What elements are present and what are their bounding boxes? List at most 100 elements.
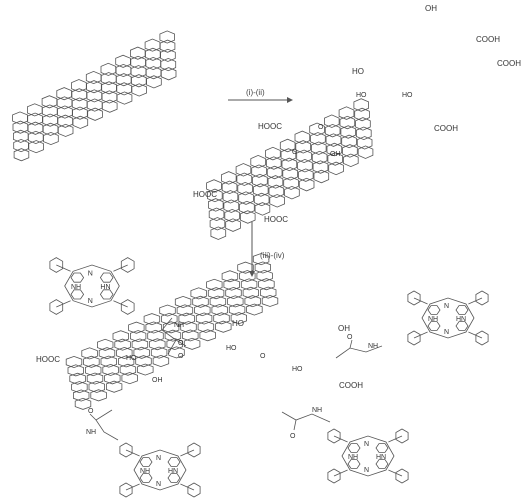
hexagon-ring bbox=[150, 346, 168, 359]
hexagon-ring bbox=[97, 338, 114, 351]
hexagon-ring bbox=[223, 199, 240, 213]
porphyrin-macrocycle bbox=[64, 264, 120, 308]
phenyl-ring bbox=[119, 482, 133, 498]
hexagon-ring bbox=[199, 329, 216, 342]
hexagon-ring bbox=[210, 226, 227, 240]
porphyrin-macrocycle bbox=[421, 297, 475, 339]
hexagon-ring bbox=[115, 54, 131, 68]
hexagon-ring bbox=[207, 287, 225, 300]
hexagon-ring bbox=[146, 75, 162, 89]
label-ho: HO bbox=[232, 319, 244, 328]
hexagon-ring bbox=[326, 142, 343, 157]
hexagon-ring bbox=[324, 123, 341, 138]
hexagon-ring bbox=[71, 88, 87, 102]
phenyl-ring bbox=[119, 442, 133, 458]
hexagon-ring bbox=[342, 153, 359, 168]
hexagon-ring bbox=[180, 321, 197, 334]
hexagon-ring bbox=[57, 123, 74, 137]
hexagon-ring bbox=[98, 347, 116, 360]
label-hooc: HOOC bbox=[258, 122, 282, 131]
hexagon-ring bbox=[254, 261, 272, 274]
hexagon-ring bbox=[253, 192, 270, 207]
hexagon-ring bbox=[195, 312, 213, 325]
hexagon-ring bbox=[206, 179, 222, 193]
hexagon-ring bbox=[13, 148, 30, 162]
pyrrole-ring bbox=[455, 305, 469, 315]
amide-o: O bbox=[88, 408, 94, 415]
step-1-condition: (i)-(ii) bbox=[246, 88, 265, 97]
phenyl-ring bbox=[395, 428, 409, 444]
hexagon-ring bbox=[340, 125, 357, 139]
hexagon-ring bbox=[297, 158, 313, 173]
hexagon-ring bbox=[342, 144, 358, 158]
hexagon-ring bbox=[121, 372, 138, 385]
porphyrin-n: N bbox=[364, 441, 369, 448]
hexagon-ring bbox=[65, 355, 83, 369]
label-cooh: COOH bbox=[497, 59, 521, 68]
label-o: O bbox=[178, 353, 184, 360]
oxidized-sheet-labels: OH COOH COOH HO HO HO HOOC O O OH COOH H… bbox=[193, 4, 521, 224]
phenyl-ring bbox=[395, 468, 409, 484]
hexagon-ring bbox=[197, 320, 215, 333]
hexagon-ring bbox=[104, 372, 121, 385]
hexagon-ring bbox=[144, 38, 161, 52]
porphyrin-macrocycle bbox=[133, 449, 187, 491]
label-oh: OH bbox=[152, 377, 163, 384]
hexagon-ring bbox=[143, 313, 161, 326]
hexagon-ring bbox=[327, 152, 344, 166]
reaction-arrow-step-2: (iii)-(iv) bbox=[249, 222, 285, 277]
hexagon-ring bbox=[267, 175, 284, 189]
hexagon-ring bbox=[341, 134, 357, 149]
hexagon-ring bbox=[81, 347, 98, 360]
hexagon-ring bbox=[72, 115, 89, 129]
hexagon-ring bbox=[296, 149, 312, 164]
hexagon-ring bbox=[211, 303, 228, 316]
hexagon-ring bbox=[323, 114, 340, 128]
label-ho: HO bbox=[126, 355, 137, 362]
hexagon-ring bbox=[225, 286, 242, 300]
phenyl-ring bbox=[187, 482, 201, 498]
pyrrole-ring bbox=[347, 443, 361, 453]
hexagon-ring bbox=[166, 338, 183, 351]
hexagon-ring bbox=[12, 129, 29, 143]
pyrrole-ring bbox=[375, 459, 389, 469]
hexagon-ring bbox=[129, 330, 147, 343]
porphyrin-hn: HN bbox=[168, 468, 178, 475]
hexagon-ring bbox=[281, 157, 298, 172]
hexagon-ring bbox=[239, 200, 255, 215]
hexagon-ring bbox=[145, 47, 161, 61]
hexagon-ring bbox=[119, 363, 137, 376]
hexagon-ring bbox=[159, 39, 176, 53]
phenyl-ring bbox=[407, 290, 421, 306]
label-ho: HO bbox=[352, 67, 364, 76]
phenyl-ring bbox=[407, 330, 421, 346]
label-ho: HO bbox=[402, 92, 413, 99]
hexagon-ring bbox=[86, 89, 103, 103]
hexagon-ring bbox=[116, 346, 133, 360]
porphyrin-n: N bbox=[88, 271, 93, 278]
hexagon-ring bbox=[116, 82, 132, 96]
hexagon-ring bbox=[338, 106, 355, 120]
porphyrin-nh: NH bbox=[140, 468, 150, 475]
hexagon-ring bbox=[102, 99, 118, 113]
hexagon-ring bbox=[90, 389, 107, 402]
hexagon-ring bbox=[164, 329, 182, 342]
label-ho: HO bbox=[356, 92, 367, 99]
hexagon-ring bbox=[230, 312, 248, 325]
hexagon-ring bbox=[298, 177, 315, 192]
hexagon-ring bbox=[221, 270, 239, 283]
hexagon-ring bbox=[67, 364, 84, 377]
hexagon-ring bbox=[224, 208, 240, 223]
amide-labels: NH O O NH O NH O NH bbox=[86, 322, 378, 440]
hexagon-ring bbox=[265, 146, 281, 161]
hexagon-ring bbox=[312, 160, 329, 174]
porphyrin-nh: NH bbox=[428, 316, 438, 323]
functionalized-graphene-sheet bbox=[65, 253, 279, 410]
hexagon-ring bbox=[57, 114, 73, 128]
hexagon-ring bbox=[159, 304, 176, 317]
porphyrin-n: N bbox=[364, 467, 369, 474]
label-cooh: COOH bbox=[339, 381, 363, 390]
pyrrole-ring bbox=[427, 321, 441, 331]
